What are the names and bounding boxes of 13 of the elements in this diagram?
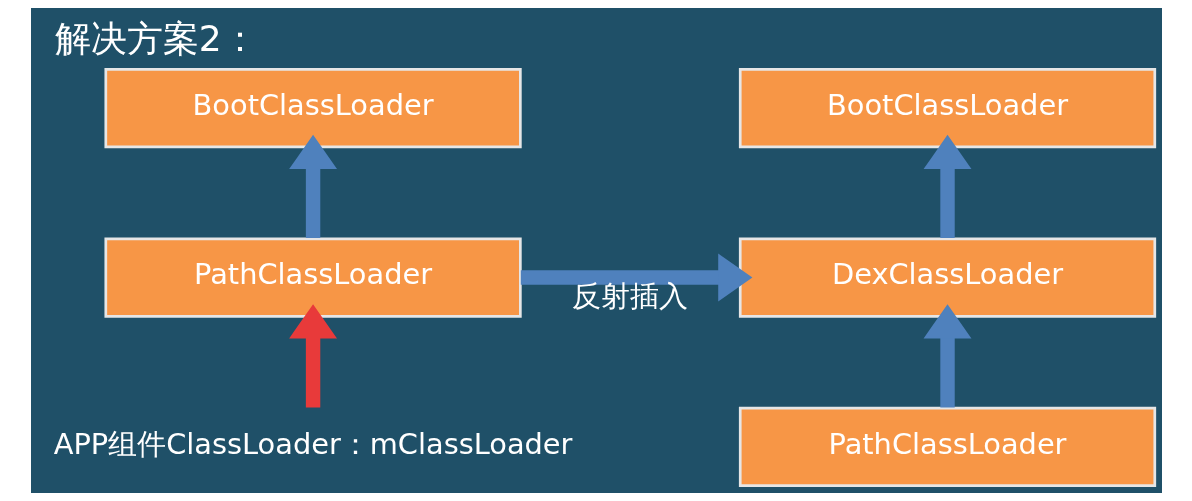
arrow — [520, 253, 752, 302]
edge-label: 反射插入 — [571, 279, 688, 314]
arrow — [923, 304, 971, 408]
arrow — [923, 134, 971, 239]
node-text: APP组件ClassLoader：mClassLoader — [53, 426, 572, 461]
diagram-title: 解决方案2： — [54, 18, 258, 60]
node-box: PathClassLoader — [738, 406, 1156, 488]
node-box: BootClassLoader — [738, 68, 1156, 149]
node-box: DexClassLoader — [738, 237, 1156, 318]
node-box: BootClassLoader — [103, 68, 522, 149]
arrow — [288, 134, 337, 239]
node-box: PathClassLoader — [103, 237, 522, 318]
arrow — [288, 304, 337, 408]
